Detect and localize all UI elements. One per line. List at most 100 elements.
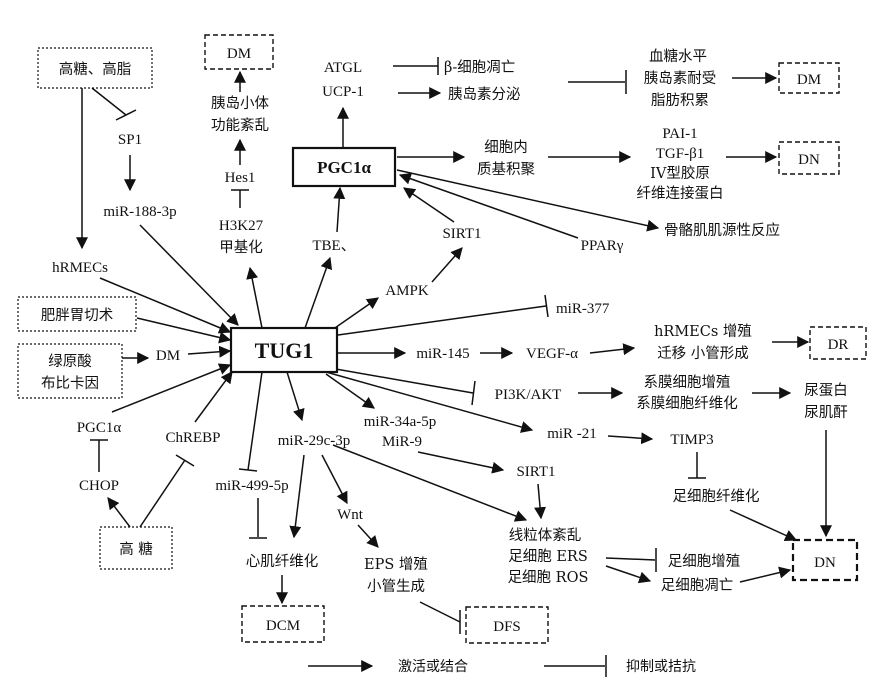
node-tbe: TBE、 — [312, 238, 355, 254]
node-mir34-1: miR-34a-5p — [364, 414, 437, 430]
node-high-glucose: 高 糖 — [119, 541, 153, 558]
box-pgc1a-main — [291, 146, 397, 188]
edge-tug1-ampk — [331, 297, 379, 331]
node-mito-1: 线粒体紊乱 — [509, 526, 582, 544]
node-blood-2: 胰岛素耐受 — [644, 70, 717, 87]
edge-tug1-mir499 — [247, 371, 263, 471]
node-mesangial-1: 系膜细胞增殖 — [644, 374, 731, 391]
node-hyperglycemia-lipid: 高糖、高脂 — [59, 61, 132, 78]
node-fibro-1: PAI-1 — [662, 126, 697, 142]
node-atgl: ATGL — [324, 60, 362, 76]
node-fibro-3: IV型胶原 — [650, 165, 710, 182]
node-dr: DR — [828, 337, 849, 353]
node-blood-1: 血糖水平 — [649, 48, 707, 65]
edge-pgc1a-muscle — [396, 169, 660, 232]
node-mir145: miR-145 — [416, 346, 469, 362]
node-urine-2: 尿肌酐 — [804, 404, 848, 421]
node-muscle: 骨骼肌肌源性反应 — [664, 221, 780, 239]
node-mito-3: 足细胞 ROS — [508, 569, 589, 586]
node-sirt1-mid: SIRT1 — [516, 464, 555, 480]
node-sp1: SP1 — [118, 132, 142, 148]
node-mito-2: 足细胞 ERS — [508, 548, 588, 565]
box-dm-top — [204, 34, 274, 70]
node-dfs: DFS — [493, 619, 521, 635]
box-high-glucose — [99, 526, 173, 570]
edge-mir21-timp3 — [607, 432, 654, 445]
node-mesangial-2: 系膜细胞纤维化 — [636, 395, 738, 412]
edge-tug1-h3k27 — [246, 266, 263, 329]
node-eps-2: 小管生成 — [367, 578, 425, 595]
edge-tug1-mir29 — [286, 371, 305, 422]
node-mir21: miR -21 — [547, 426, 597, 442]
node-mir377: miR-377 — [556, 301, 610, 317]
node-insulin-secretion: 胰岛素分泌 — [448, 86, 521, 103]
edge-ppar-pgc1a — [398, 172, 579, 239]
node-beta-apoptosis: β-细胞凋亡 — [444, 59, 515, 76]
node-pgc1a-small: PGC1α — [77, 420, 122, 436]
node-fibro-2: TGF-β1 — [656, 146, 704, 162]
node-mir499: miR-499-5p — [215, 478, 288, 494]
edge-dm-tug1 — [187, 345, 232, 358]
node-hrmecs: hRMECs — [52, 260, 108, 276]
edge-mir34-sirt1 — [417, 451, 505, 474]
edge-highglu2-chrebp-bar — [175, 454, 195, 467]
box-dr — [809, 326, 867, 360]
edge-mir29-mito — [332, 444, 528, 522]
box-dm-right — [778, 62, 840, 94]
edge-sirt1-mito — [534, 483, 547, 520]
box-gastrectomy — [17, 296, 137, 332]
edge-tug1-tbe — [304, 256, 333, 329]
node-hrmecs2-1: hRMECs 增殖 — [654, 323, 752, 340]
box-dfs — [465, 606, 549, 644]
node-fibro-4: 纤维连接蛋白 — [637, 185, 724, 202]
node-eps-1: EPS 增殖 — [364, 556, 428, 573]
node-pgc1a-main: PGC1α — [317, 158, 371, 177]
node-ecm-2: 质基积聚 — [477, 161, 535, 178]
node-cardio-fibro: 心肌纤维化 — [246, 553, 319, 570]
edge-mito-podoprolif — [605, 557, 656, 561]
edge-highglu-sp1 — [91, 87, 127, 116]
node-chop: CHOP — [79, 478, 119, 494]
edge-highglu-sp1-bar — [115, 109, 137, 121]
edge-ampk-sirt1 — [431, 247, 463, 283]
edge-gastrectomy-tug1 — [136, 317, 232, 344]
node-podo-apop: 足细胞凋亡 — [661, 577, 734, 594]
edge-eps-dfs — [419, 601, 461, 623]
node-mir188: miR-188-3p — [103, 204, 176, 220]
node-ucp1: UCP-1 — [322, 84, 364, 100]
node-mir34-2: MiR-9 — [382, 434, 422, 450]
node-ppar: PPARγ — [581, 238, 624, 254]
node-urine-1: 尿蛋白 — [804, 382, 848, 399]
node-h3k27-1: H3K27 — [219, 218, 264, 234]
node-dn-bottom: DN — [814, 555, 836, 571]
node-hes1: Hes1 — [225, 170, 256, 186]
edge-tug1-mir21 — [325, 371, 534, 433]
edge-vegf-hrmecs2 — [589, 343, 636, 356]
edge-pgc1a-tug1 — [111, 363, 232, 413]
node-timp3: TIMP3 — [670, 432, 713, 448]
edge-chrebp-tug1 — [194, 371, 233, 423]
box-dn-bottom — [791, 538, 859, 582]
node-chlorogenic-2: 布比卡因 — [41, 375, 99, 392]
labels: 高糖、高脂 SP1 miR-188-3p hRMECs 肥胖胃切术 绿原酸 布比… — [41, 46, 849, 675]
node-dm-top: DM — [227, 46, 251, 62]
node-islet-1: 胰岛小体 — [211, 95, 269, 112]
edge-mito-podoapop — [605, 565, 652, 584]
node-sirt1-top: SIRT1 — [442, 226, 481, 242]
edge-tug1-pi3k — [329, 367, 474, 394]
node-podo-prolif: 足细胞增殖 — [668, 553, 741, 570]
node-podo-fibro: 足细胞纤维化 — [673, 488, 760, 505]
box-dcm — [241, 605, 325, 643]
edge-podoapop-dn — [739, 566, 792, 583]
edge-tug1-mir377-bar — [544, 294, 549, 318]
edge-highglu2-chrebp — [139, 459, 186, 528]
node-dcm: DCM — [266, 618, 300, 634]
edge-tug1-mir377 — [337, 305, 547, 336]
edges — [76, 57, 832, 677]
edge-hrmecs-tug1 — [99, 277, 232, 334]
node-dn-top: DN — [798, 152, 820, 168]
box-tug1 — [229, 326, 339, 374]
node-chlorogenic-1: 绿原酸 — [48, 353, 92, 370]
node-vegf: VEGF-α — [526, 346, 578, 362]
